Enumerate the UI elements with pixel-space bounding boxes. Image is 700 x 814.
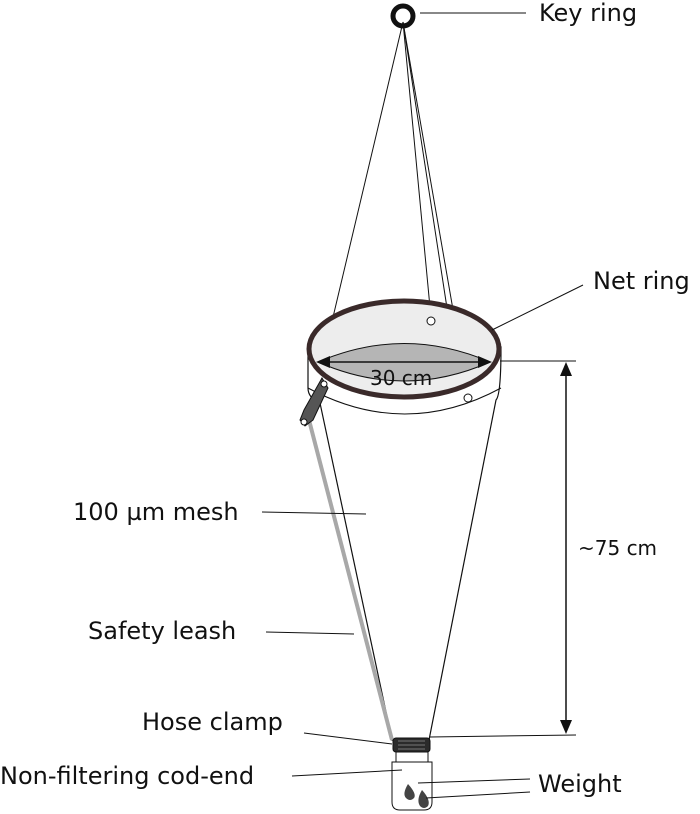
- safety-leash: [307, 419, 394, 741]
- cod-end-leader: [291, 769, 403, 777]
- weight-icon: [404, 784, 429, 808]
- mesh-cone: [307, 346, 502, 741]
- bridle-line-center: [402, 21, 432, 319]
- cod-end-label: Non-filtering cod-end: [0, 762, 254, 790]
- net-ring-leader: [491, 284, 584, 331]
- weight-leader-2: [425, 791, 531, 799]
- safety-leash-label: Safety leash: [88, 617, 236, 645]
- bridle-line-back: [402, 21, 448, 309]
- diameter-arrow: [316, 356, 492, 368]
- key-ring-icon: [390, 3, 416, 29]
- diameter-label: 30 cm: [370, 366, 432, 390]
- weight-leader-1: [417, 778, 531, 784]
- weight-label: Weight: [538, 770, 622, 798]
- eyelet-icon: [463, 393, 473, 403]
- mesh-label: 100 µm mesh: [73, 498, 239, 526]
- snap-hook-icon: [299, 377, 329, 427]
- bridle-line-left: [319, 21, 404, 373]
- mesh-leader: [261, 511, 367, 515]
- net-ring-icon: [306, 298, 502, 400]
- eyelet-icon: [426, 316, 436, 326]
- hose-clamp-label: Hose clamp: [142, 708, 283, 736]
- collar-seam: [307, 387, 502, 415]
- length-label: ~75 cm: [578, 536, 657, 560]
- bridle-lines: [319, 21, 469, 397]
- net-ring-label: Net ring: [593, 267, 690, 295]
- length-dimension: [429, 360, 577, 738]
- safety-leash-leader: [265, 631, 355, 635]
- key-ring-label: Key ring: [539, 0, 637, 27]
- hose-clamp-leader: [303, 732, 393, 745]
